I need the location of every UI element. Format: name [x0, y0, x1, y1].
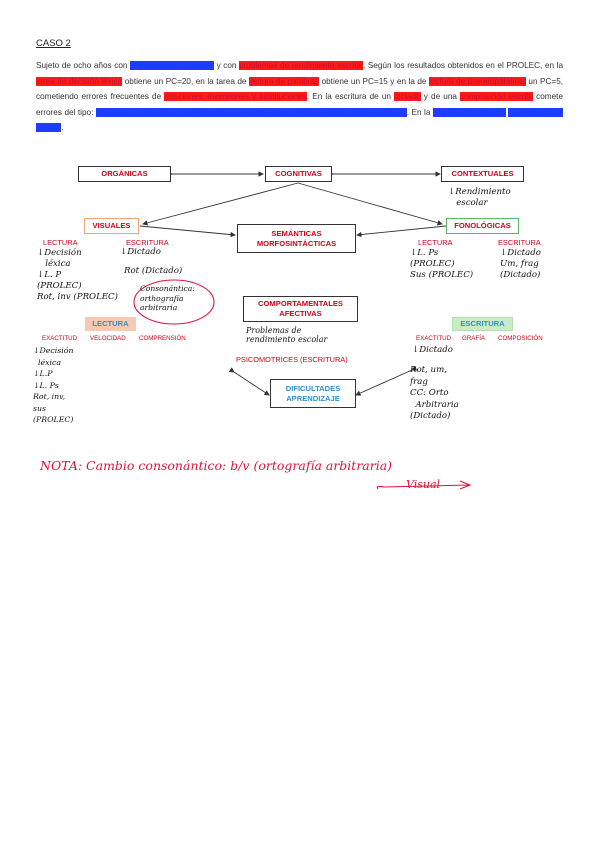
label-exactitud-lectura: EXACTITUD — [42, 335, 78, 342]
handwritten-fonologica-lectura: ↓L. Ps (PROLEC) Sus (PROLEC) — [410, 248, 474, 280]
case-text-3: . Según los resultados obtenidos en el P… — [362, 61, 563, 70]
box-visuales: VISUALES — [84, 218, 139, 234]
handwritten-visual-lectura: ↓Decisión léxica ↓L. P (PROLEC) Rot, inv… — [37, 248, 118, 302]
box-semanticas-morfosintacticas: SEMÁNTICAS MORFOSINTÁCTICAS — [237, 224, 356, 253]
highlight-lectura-palabras: lectura de palabras — [248, 76, 320, 86]
case-text-5: obtiene un PC=15 y en la de — [319, 76, 429, 86]
arrow-right-dificultades — [355, 365, 418, 396]
label-lectura-fonologica: LECTURA — [418, 238, 453, 247]
arrow-visuales-semanticas — [139, 225, 236, 238]
highlight-decision-lexica: tarea de decisión léxica — [36, 76, 123, 86]
label-comprension: COMPRENSIÓN — [139, 335, 186, 342]
label-psicomotrices: PSICOMOTRICES (ESCRITURA) — [236, 355, 348, 364]
handwritten-visual: Visual — [406, 478, 441, 491]
highlight-reversal: Prueba de Reversal — [432, 107, 506, 117]
handwritten-consonantica: Consonántica: orthografía arbitraria — [140, 284, 195, 312]
arrow-to-visual — [376, 480, 472, 490]
label-composicion: COMPOSICIÓN — [498, 335, 543, 342]
highlight-nivel-intelectual: nivel intelectual normal — [130, 61, 214, 70]
page-title: CASO 2 — [36, 38, 71, 49]
label-escritura-visual: ESCRITURA — [126, 238, 169, 247]
box-contextuales: CONTEXTUALES — [441, 166, 524, 182]
case-text-10: . En la — [406, 107, 433, 117]
label-exactitud-escritura: EXACTITUD — [416, 335, 452, 342]
label-escritura-fonologica: ESCRITURA — [498, 238, 541, 247]
handwritten-rendimiento: ↓Rendimiento escolar — [448, 187, 511, 208]
arrow-cognitivas-fonologicas — [297, 182, 443, 226]
case-text-2: y con — [213, 61, 240, 70]
highlight-rotaciones: rotaciones, inversiones y sustituciones — [164, 92, 307, 102]
handwritten-problemas-rendimiento: Problemas de rendimiento escolar — [246, 326, 328, 344]
case-text-1: Sujeto de ocho años con — [36, 61, 131, 70]
handwritten-escritura-grafia: Rot, um, frag CC: Orto Arbitraria (Dicta… — [410, 365, 459, 421]
label-grafia: GRAFÍA — [462, 335, 486, 342]
highlight-dictado: dictado — [394, 92, 421, 102]
handwritten-lectura-exactitud: ↓Decisión léxica ↓L.P ↓L. Ps Rot, inv, s… — [33, 346, 74, 424]
highlight-errores: en la playa (enla playe), polideportivo … — [95, 107, 407, 117]
box-organicas: ORGÁNICAS — [78, 166, 171, 182]
arrow-left-dificultades — [228, 367, 270, 396]
arrow-cognitivas-visuales — [142, 182, 299, 226]
case-text-7: . En la escritura de un — [306, 92, 395, 102]
red-circle-annotation — [133, 279, 215, 325]
arrow-fonologicas-semanticas — [356, 225, 447, 238]
box-fonologicas: FONOLÓGICAS — [446, 218, 519, 234]
highlight-rendimiento: problemas de rendimiento escolar — [239, 61, 363, 70]
handwritten-nota: NOTA: Cambio consonántico: b/v (ortograf… — [40, 458, 393, 473]
case-text-9: comete errores del tipo: — [36, 92, 564, 117]
box-comportamentales-afectivas: COMPORTAMENTALES AFECTIVAS — [243, 296, 358, 322]
box-cognitivas: COGNITIVAS — [265, 166, 332, 182]
case-text-8: y de una — [420, 92, 461, 102]
highlight-pseudopalabras: lectura de pseudopalabras — [428, 76, 526, 86]
box-lectura: LECTURA — [85, 317, 136, 331]
case-text-4: obtiene un PC=20, en la tarea de — [122, 76, 249, 86]
case-text-6: un PC=5, cometiendo errores frecuentes d… — [36, 76, 564, 102]
label-lectura-visual: LECTURA — [43, 238, 78, 247]
case-description: Sujeto de ocho años con nivel intelectua… — [36, 58, 563, 136]
handwritten-fonologica-escritura: ↓Dictado Um, frag (Dictado) — [500, 248, 541, 280]
handwritten-rot-dictado: Rot (Dictado) — [124, 266, 183, 276]
box-escritura: ESCRITURA — [452, 317, 513, 331]
box-dificultades-aprendizaje: DIFICULTADES APRENDIZAJE — [270, 379, 356, 408]
label-velocidad: VELOCIDAD — [90, 335, 126, 342]
highlight-composicion: composición escrita — [460, 92, 533, 102]
handwritten-visual-dictado: ↓Dictado — [120, 247, 161, 257]
case-text-12: . — [61, 123, 64, 133]
handwritten-escritura-dictado: ↓Dictado — [412, 345, 453, 355]
